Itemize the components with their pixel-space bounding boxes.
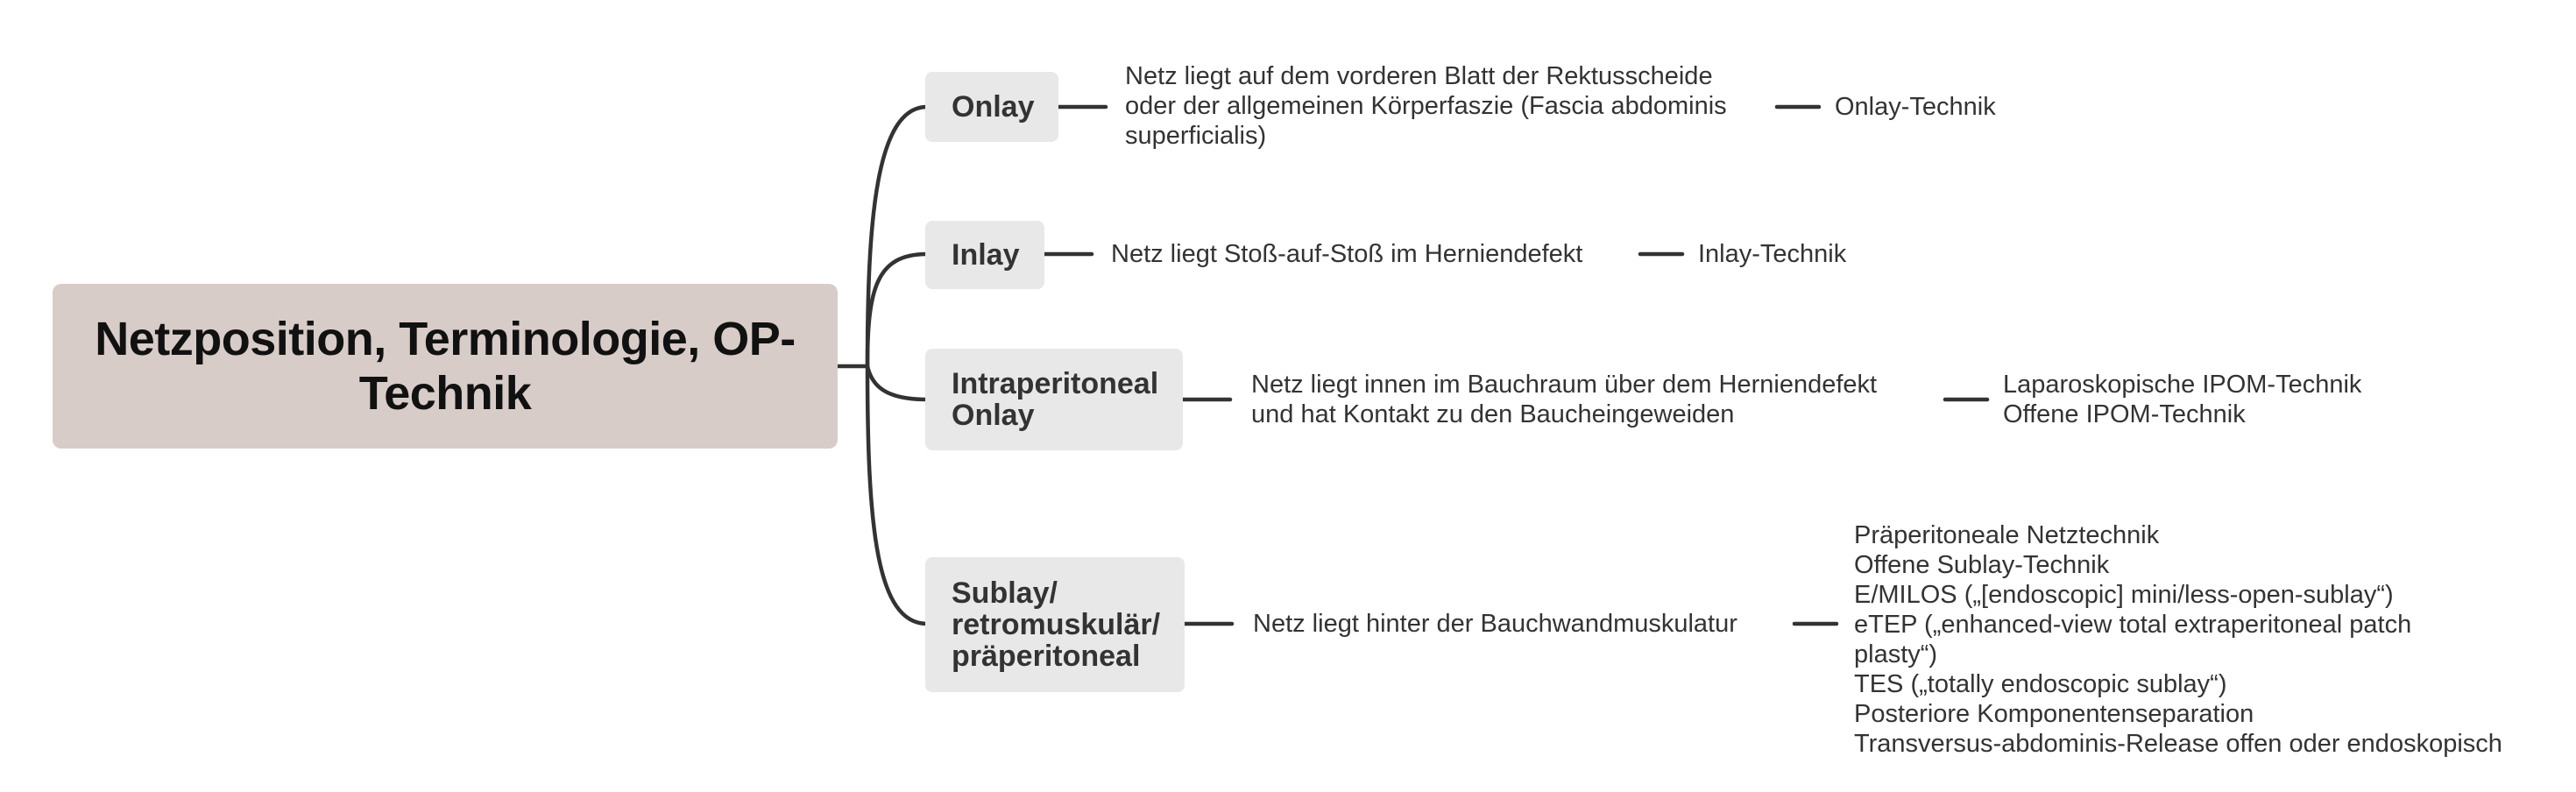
technique-line: Posteriore Komponentenseparation <box>1854 700 2254 728</box>
technique-line: Inlay-Technik <box>1698 240 1847 268</box>
technique-line: Laparoskopische IPOM-Technik <box>2003 371 2362 399</box>
technique-line: Offene Sublay-Technik <box>1854 551 2110 579</box>
description-line: Netz liegt Stoß-auf-Stoß im Herniendefek… <box>1111 240 1583 268</box>
node-sublay-label: Sublay/ retromuskulär/ präperitoneal <box>952 576 1161 673</box>
description-line: superficialis) <box>1125 122 1267 150</box>
node-onlay: Onlay <box>925 72 1058 142</box>
branch-curve-ipom <box>865 364 930 402</box>
node-intraperitoneal-onlay: Intraperitoneal Onlay <box>925 349 1183 450</box>
description-sublay: Netz liegt hinter der Bauchwandmuskulatu… <box>1253 609 1737 639</box>
branch-curve-onlay <box>865 104 930 369</box>
description-line: oder der allgemeinen Körperfaszie (Fasci… <box>1125 92 1727 120</box>
description-intraperitoneal-onlay: Netz liegt innen im Bauchraum über dem H… <box>1251 370 1877 429</box>
technique-line: plasty“) <box>1854 640 1938 668</box>
node-sublay: Sublay/ retromuskulär/ präperitoneal <box>925 557 1185 692</box>
technique-line: Transversus-abdominis-Release offen oder… <box>1854 730 2502 758</box>
technique-intraperitoneal-onlay: Laparoskopische IPOM-Technik Offene IPOM… <box>2003 370 2361 429</box>
technique-line: Offene IPOM-Technik <box>2003 400 2246 428</box>
branch-curve-inlay <box>865 251 930 369</box>
root-topic-title: Netzposition, Terminologie, OP-Technik <box>95 313 796 420</box>
technique-line: eTEP („enhanced-view total extraperitone… <box>1854 611 2412 639</box>
node-onlay-label: Onlay <box>952 90 1035 124</box>
branch-curve-sublay <box>865 364 930 626</box>
technique-line: Onlay-Technik <box>1835 93 1996 121</box>
technique-line: TES („totally endoscopic sublay“) <box>1854 670 2227 698</box>
technique-inlay: Inlay-Technik <box>1698 239 1846 269</box>
node-inlay-label: Inlay <box>952 238 1020 272</box>
node-inlay: Inlay <box>925 221 1044 289</box>
technique-onlay: Onlay-Technik <box>1835 92 1996 122</box>
description-line: Netz liegt hinter der Bauchwandmuskulatu… <box>1253 610 1737 638</box>
description-line: und hat Kontakt zu den Baucheingeweiden <box>1251 400 1735 428</box>
root-topic: Netzposition, Terminologie, OP-Technik <box>53 284 838 449</box>
description-line: Netz liegt innen im Bauchraum über dem H… <box>1251 371 1878 399</box>
description-inlay: Netz liegt Stoß-auf-Stoß im Herniendefek… <box>1111 239 1582 269</box>
technique-line: E/MILOS („[endoscopic] mini/less-open-su… <box>1854 581 2394 609</box>
technique-line: Präperitoneale Netztechnik <box>1854 521 2160 549</box>
node-intraperitoneal-onlay-label: Intraperitoneal Onlay <box>952 367 1159 432</box>
description-onlay: Netz liegt auf dem vorderen Blatt der Re… <box>1125 61 1727 151</box>
description-line: Netz liegt auf dem vorderen Blatt der Re… <box>1125 62 1713 90</box>
technique-list-sublay: Präperitoneale Netztechnik Offene Sublay… <box>1854 520 2502 759</box>
